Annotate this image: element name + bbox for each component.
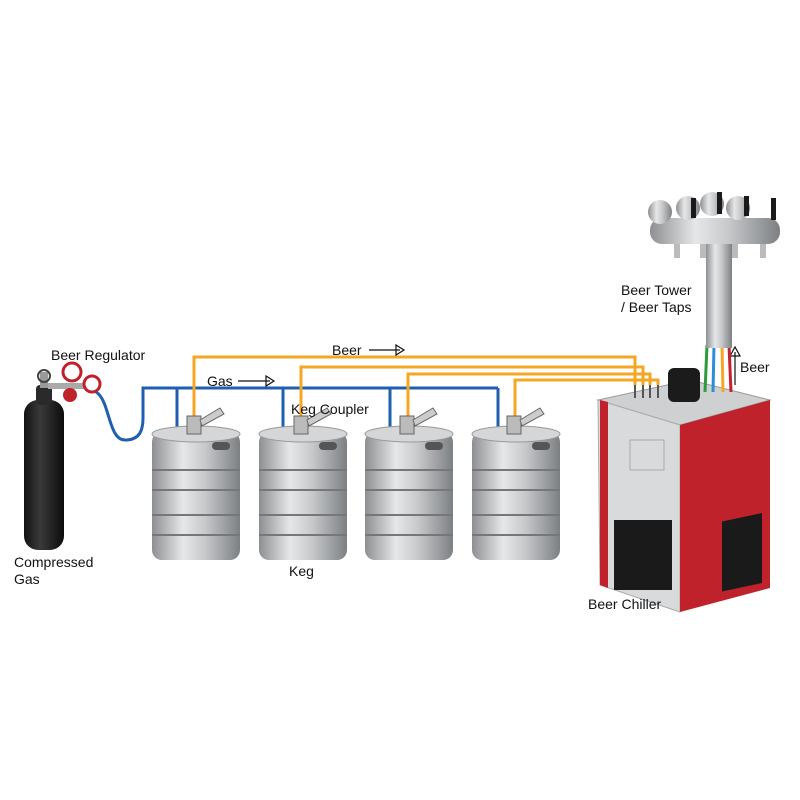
beer-regulator-label: Beer Regulator xyxy=(51,347,146,363)
gas-lines xyxy=(95,386,500,442)
keg xyxy=(471,407,561,560)
keg xyxy=(151,407,241,560)
compressed-gas-cylinder xyxy=(24,369,64,550)
tower-lines xyxy=(703,344,733,393)
keg-label: Keg xyxy=(289,563,314,579)
beer-lines xyxy=(192,355,660,425)
beer-regulator xyxy=(48,361,102,402)
beer-chiller-label: Beer Chiller xyxy=(588,596,662,612)
keg-coupler-label: Keg Coupler xyxy=(291,401,369,417)
beer-chiller xyxy=(596,368,772,613)
keg-coupler-icon xyxy=(399,407,438,435)
beer-tower xyxy=(648,192,780,348)
beer-up-label: Beer xyxy=(740,359,770,375)
keg-coupler-icon xyxy=(186,407,225,435)
kegs xyxy=(151,407,561,560)
beer-tower-label-line2: / Beer Taps xyxy=(621,299,692,315)
compressed-gas-label-line1: Compressed xyxy=(14,554,94,570)
beer-tower-label-line1: Beer Tower xyxy=(621,282,692,298)
gas-arrow-icon xyxy=(238,374,276,388)
keg xyxy=(258,407,348,560)
gas-flow-label: Gas xyxy=(207,373,233,389)
keg-coupler-icon xyxy=(293,407,332,435)
beer-up-arrow-icon xyxy=(728,345,742,385)
compressed-gas-label-line2: Gas xyxy=(14,571,40,587)
keg xyxy=(364,407,454,560)
beer-arrow-icon xyxy=(369,343,406,357)
keg-coupler-icon xyxy=(506,407,545,435)
beer-flow-label: Beer xyxy=(332,342,362,358)
